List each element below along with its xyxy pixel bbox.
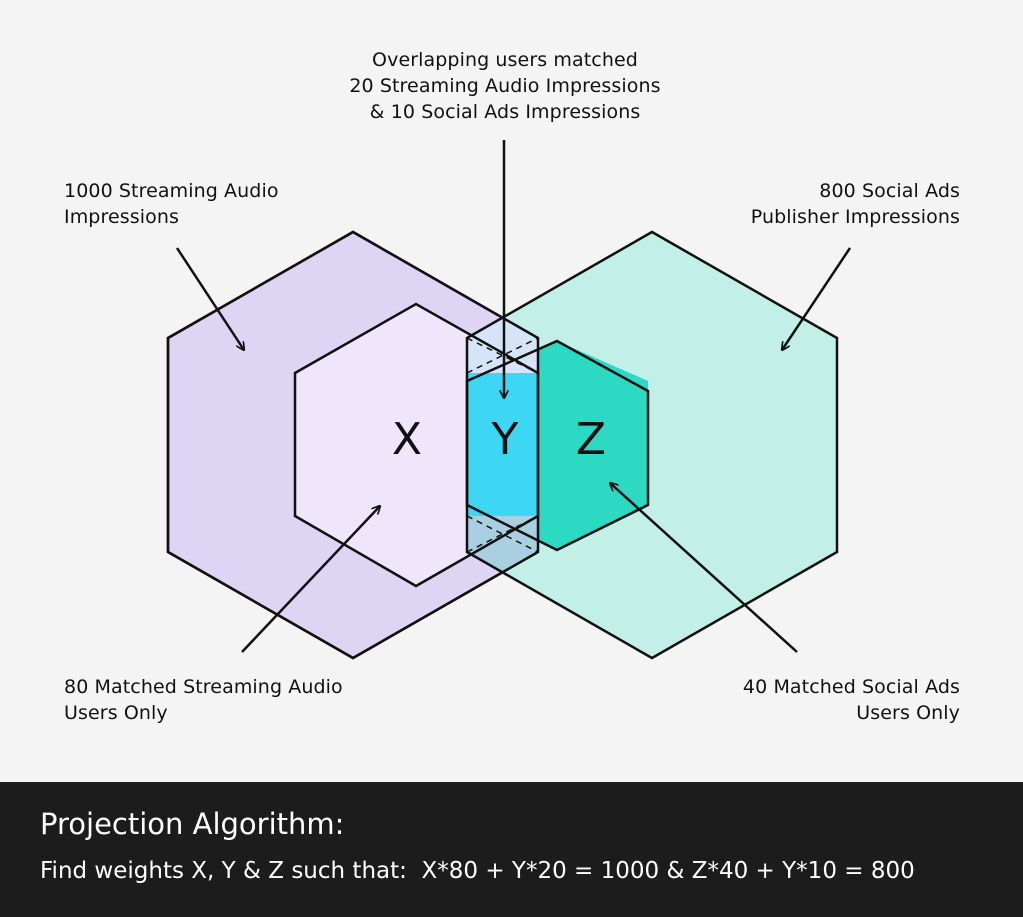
- streaming-total-line-2: Impressions: [64, 206, 179, 228]
- footer-panel: [0, 782, 1023, 917]
- letter-x: X: [391, 414, 423, 465]
- overlap-top-shade: [467, 318, 538, 373]
- social-matched-line-2: Users Only: [856, 702, 960, 724]
- social-total-line-2: Publisher Impressions: [750, 206, 960, 228]
- footer-title: Projection Algorithm:: [40, 807, 345, 841]
- overlap-label-line-2: 20 Streaming Audio Impressions: [349, 75, 661, 97]
- streaming-total-line-1: 1000 Streaming Audio: [64, 180, 279, 202]
- overlap-label: Overlapping users matched 20 Streaming A…: [322, 47, 688, 125]
- social-ads-outer-hexagon: [467, 232, 837, 658]
- arrow-social-matched: [610, 483, 798, 653]
- letter-y: Y: [491, 414, 519, 465]
- arrow-streaming-total: [175, 247, 244, 350]
- streaming-matched-label: 80 Matched Streaming Audio Users Only: [64, 674, 384, 726]
- overlap-label-line-3: & 10 Social Ads Impressions: [369, 101, 641, 123]
- venn-diagram: X Y Z Overlapping users matched 20 Strea…: [64, 47, 960, 726]
- social-total-label: 800 Social Ads Publisher Impressions: [700, 178, 960, 230]
- social-total-line-1: 800 Social Ads: [819, 180, 960, 202]
- social-matched-line-1: 40 Matched Social Ads: [742, 676, 960, 698]
- streaming-matched-line-1: 80 Matched Streaming Audio: [64, 676, 343, 698]
- social-matched-label: 40 Matched Social Ads Users Only: [680, 674, 960, 726]
- footer-formula: Find weights X, Y & Z such that: X*80 + …: [40, 858, 915, 884]
- streaming-total-label: 1000 Streaming Audio Impressions: [64, 178, 324, 230]
- hexagon-diagram-graphic: [166, 140, 852, 660]
- matched-overlap-region: [467, 373, 538, 516]
- arrow-social-total: [782, 247, 852, 350]
- arrow-streaming-matched: [241, 506, 380, 653]
- streaming-matched-line-2: Users Only: [64, 702, 168, 724]
- overlap-label-line-1: Overlapping users matched: [372, 49, 638, 71]
- letter-z: Z: [575, 414, 607, 465]
